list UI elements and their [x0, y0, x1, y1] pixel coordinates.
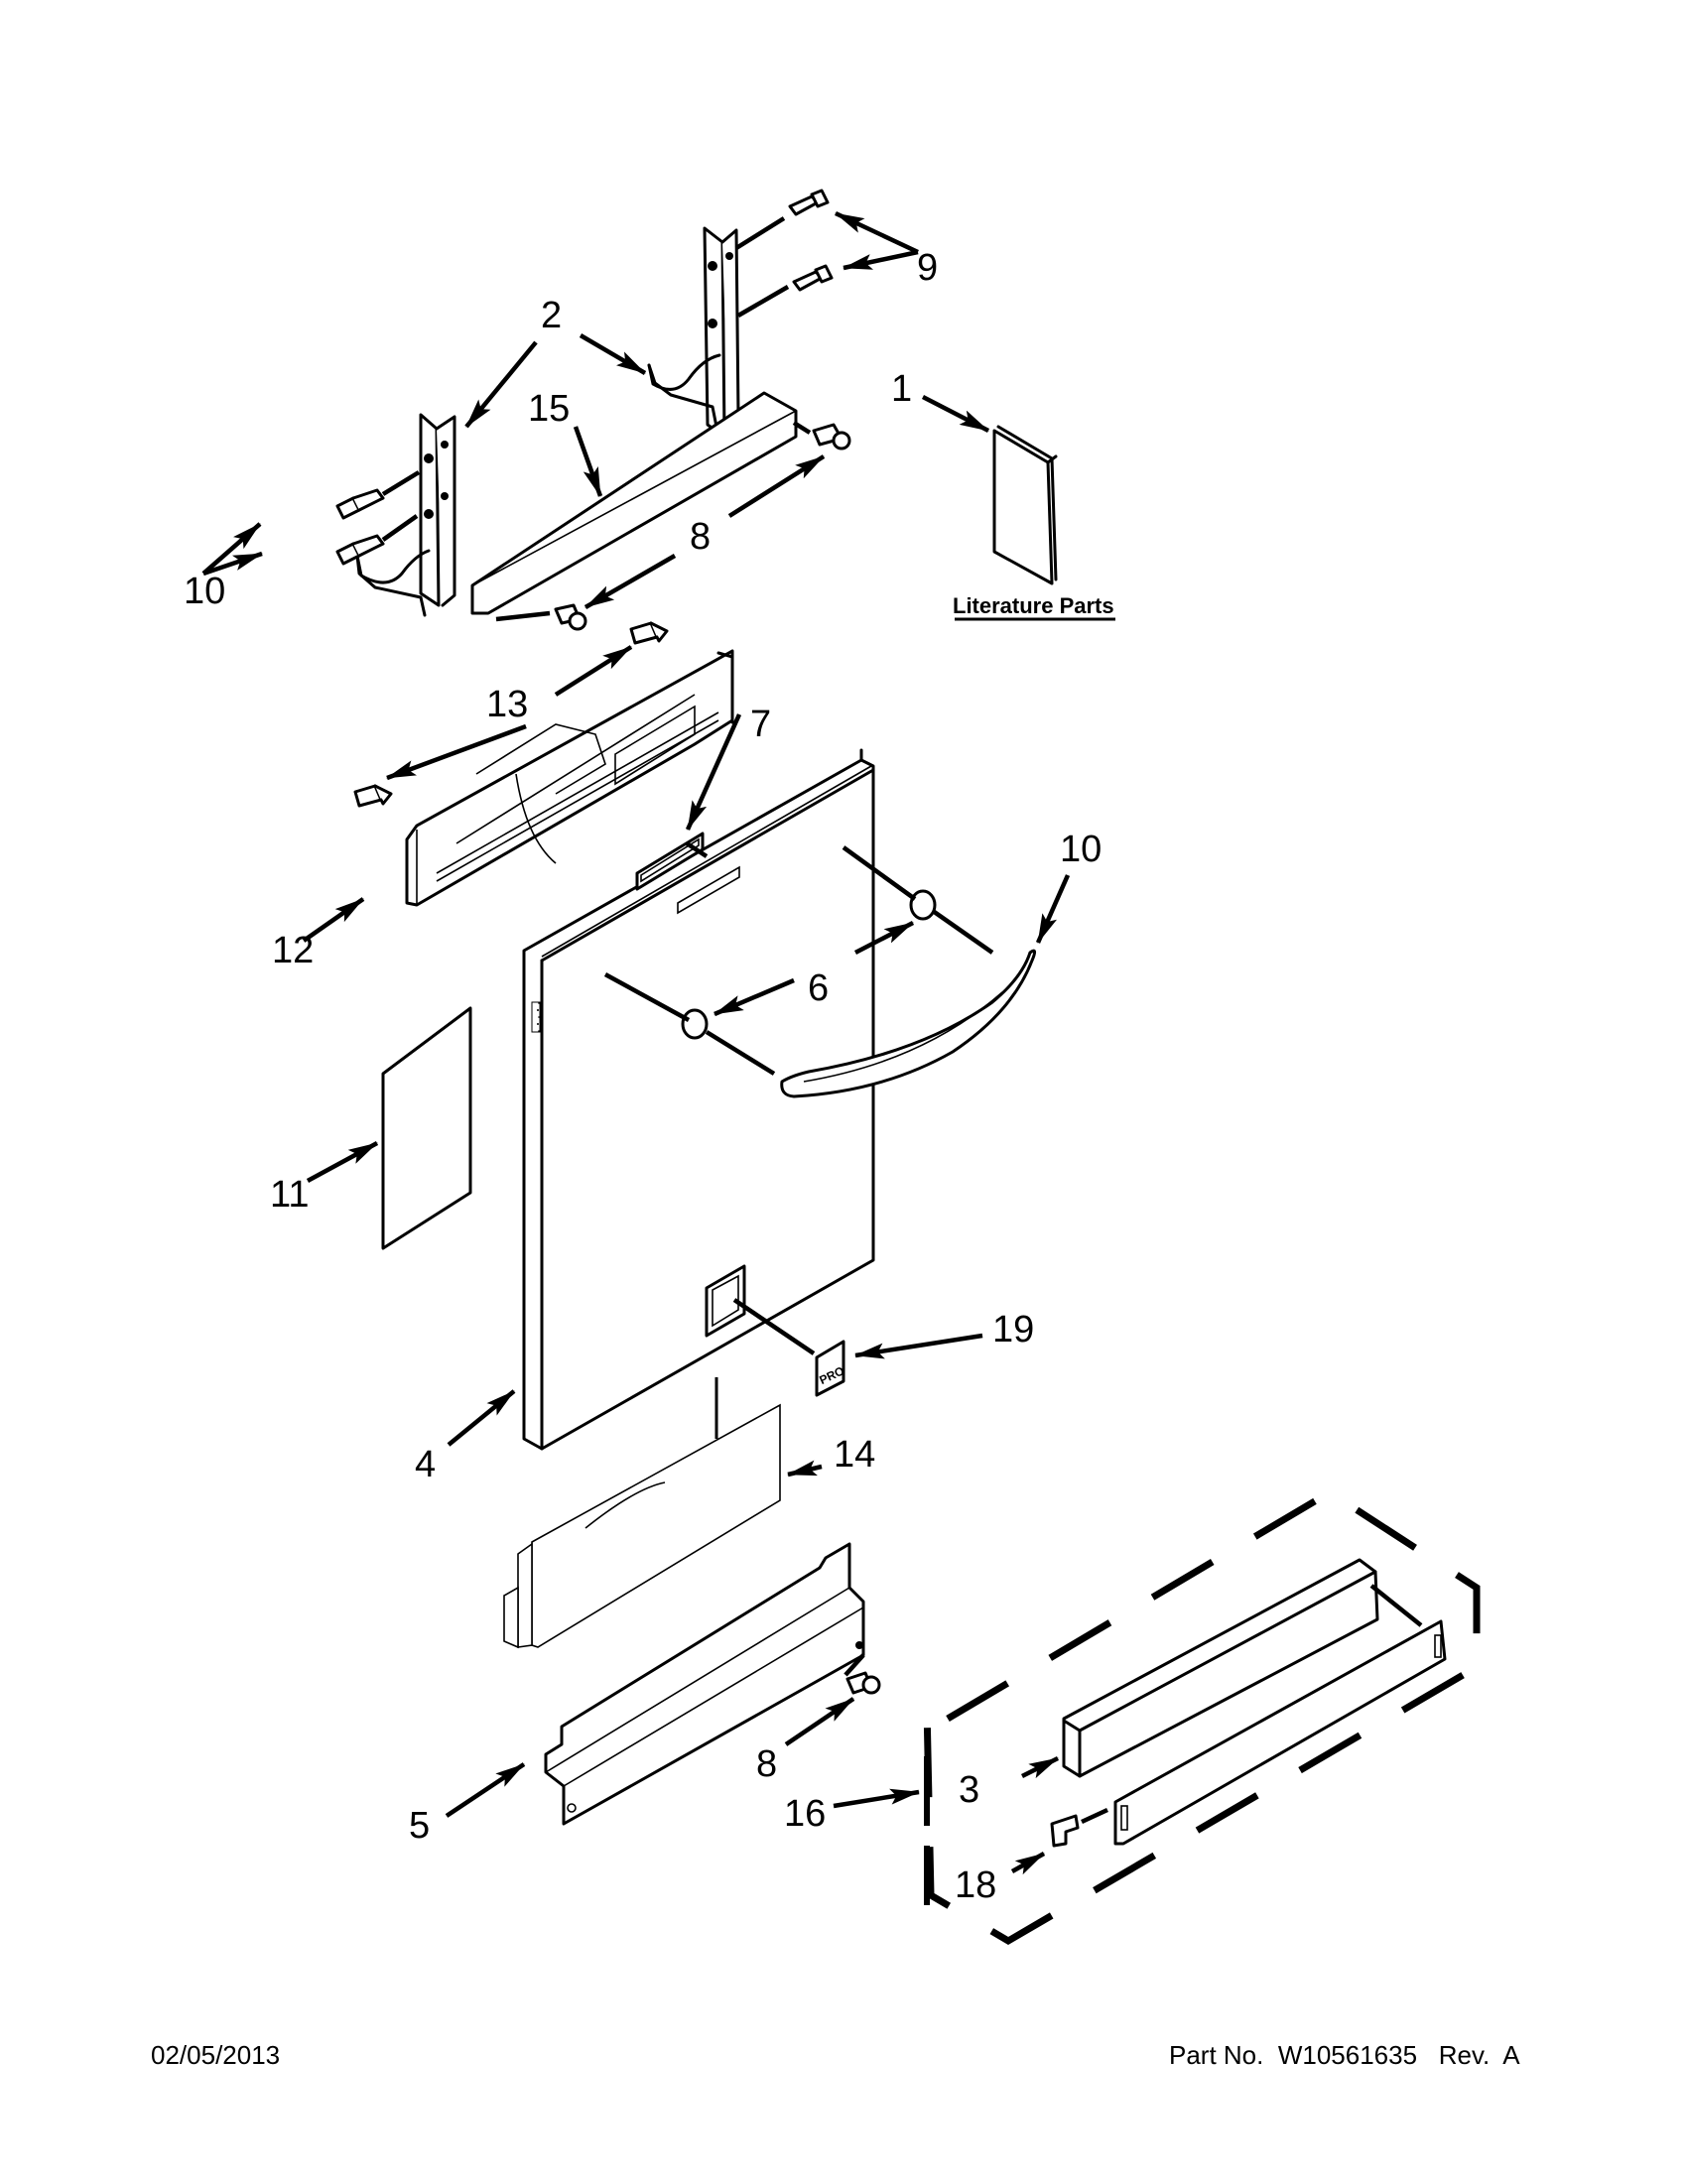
- hinge-bracket-right: [647, 226, 740, 439]
- callout-11-label: 11: [270, 1174, 309, 1216]
- callout-10-left: 10: [184, 571, 225, 612]
- literature-book-icon: [992, 425, 1058, 585]
- pro-badge: PRO: [815, 1340, 846, 1397]
- hinge-bracket-left: [355, 413, 456, 617]
- callout-7: 7: [750, 704, 771, 745]
- clip: [1050, 1814, 1080, 1848]
- screw-icon: [788, 189, 830, 216]
- outer-door-panel: [522, 748, 875, 1451]
- callout-3: 3: [959, 1769, 979, 1811]
- toe-panel-bracket: [544, 1542, 865, 1826]
- footer-part-number: Part No. W10561635 Rev. A: [1169, 2040, 1520, 2070]
- screw-icon: [792, 264, 834, 292]
- callout-16: 15: [528, 388, 570, 430]
- console-frame: [405, 649, 734, 907]
- screw-icon: [812, 423, 851, 450]
- bracket-rail: [470, 391, 798, 615]
- screw-icon: [335, 488, 385, 520]
- callout-18: 18: [955, 1864, 996, 1906]
- callout-12: 10: [1060, 829, 1102, 870]
- callout-13: 12: [272, 930, 314, 971]
- screw-icon: [845, 1671, 881, 1695]
- callout-14: 13: [486, 684, 528, 725]
- callout-10-top: 9: [917, 247, 938, 289]
- toe-kick-panel: [503, 1403, 781, 1649]
- handle-spacer: [681, 889, 937, 1040]
- callout-2: 2: [541, 295, 562, 336]
- badge-recess: [705, 1264, 746, 1338]
- callout-19: 19: [992, 1309, 1034, 1350]
- mounting-strip: [1113, 1619, 1447, 1846]
- screw-icon: [353, 784, 393, 808]
- callout-1: 1: [891, 368, 912, 410]
- callout-17: 16: [784, 1793, 826, 1835]
- door-label-plate: [635, 832, 740, 915]
- callout-4: 4: [415, 1444, 436, 1485]
- foam-block: [1062, 1558, 1379, 1778]
- kit-group-outline: [923, 1487, 1481, 1946]
- callout-6: 6: [808, 967, 829, 1009]
- callout-9: 8: [690, 516, 711, 558]
- callout-8-number: 8: [756, 1743, 777, 1785]
- door-handle: [780, 949, 1037, 1098]
- screw-icon: [554, 603, 587, 631]
- insulation-pad: [381, 1006, 472, 1250]
- literature-parts-label: Literature Parts: [953, 593, 1114, 618]
- screw-icon: [629, 621, 669, 645]
- footer-date: 02/05/2013: [151, 2040, 281, 2070]
- callout-15: 14: [834, 1434, 875, 1476]
- screw-icon: [335, 534, 385, 566]
- callout-5: 5: [409, 1805, 430, 1847]
